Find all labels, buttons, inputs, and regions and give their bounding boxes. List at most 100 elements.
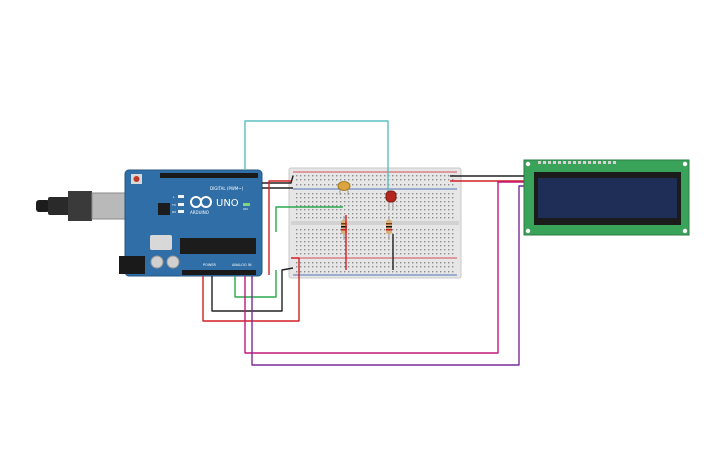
l-label: L <box>173 195 175 199</box>
breadboard-hole <box>308 266 310 268</box>
breadboard-hole <box>416 209 418 211</box>
breadboard-hole <box>412 197 414 199</box>
breadboard[interactable] <box>288 167 462 279</box>
breadboard-hole <box>372 233 374 235</box>
wire-teal[interactable] <box>244 120 389 191</box>
breadboard-hole <box>320 201 322 203</box>
breadboard-hole <box>416 175 418 177</box>
breadboard-hole <box>396 209 398 211</box>
breadboard-hole <box>344 213 346 215</box>
breadboard-hole <box>328 233 330 235</box>
photoresistor[interactable] <box>337 181 351 196</box>
breadboard-hole <box>412 253 414 255</box>
breadboard-hole <box>420 217 422 219</box>
breadboard-hole <box>332 271 334 273</box>
power-label: POWER <box>203 263 217 267</box>
breadboard-hole <box>320 262 322 264</box>
breadboard-hole <box>440 229 442 231</box>
wire-red-board-to-rail[interactable] <box>268 180 291 275</box>
breadboard-hole <box>416 271 418 273</box>
breadboard-hole <box>400 175 402 177</box>
breadboard-hole <box>420 241 422 243</box>
breadboard-hole <box>432 179 434 181</box>
breadboard-hole <box>420 193 422 195</box>
lcd-display[interactable] <box>523 159 690 236</box>
breadboard-hole <box>444 229 446 231</box>
breadboard-hole <box>392 217 394 219</box>
resistor-right[interactable] <box>386 216 392 240</box>
breadboard-hole <box>380 197 382 199</box>
breadboard-hole <box>432 245 434 247</box>
breadboard-hole <box>384 213 386 215</box>
breadboard-hole <box>372 266 374 268</box>
breadboard-hole <box>304 205 306 207</box>
breadboard-hole <box>356 197 358 199</box>
breadboard-hole <box>356 245 358 247</box>
breadboard-hole <box>332 209 334 211</box>
breadboard-hole <box>332 205 334 207</box>
breadboard-hole <box>420 271 422 273</box>
breadboard-hole <box>424 213 426 215</box>
breadboard-hole <box>380 201 382 203</box>
breadboard-hole <box>368 271 370 273</box>
breadboard-hole <box>412 213 414 215</box>
wire-magenta[interactable] <box>244 181 524 354</box>
breadboard-hole <box>304 184 306 186</box>
breadboard-hole <box>360 245 362 247</box>
breadboard-hole <box>320 271 322 273</box>
breadboard-hole <box>316 262 318 264</box>
lcd-mount-hole-br <box>682 228 688 234</box>
breadboard-hole <box>324 179 326 181</box>
breadboard-hole <box>320 241 322 243</box>
brand-label: ARDUINO <box>190 210 209 215</box>
breadboard-hole <box>392 184 394 186</box>
breadboard-hole <box>372 197 374 199</box>
led[interactable] <box>385 190 397 210</box>
breadboard-hole <box>384 241 386 243</box>
breadboard-hole <box>348 237 350 239</box>
arduino-board[interactable]: UNO ARDUINO DIGITAL (PWM~) POWER ANALOG … <box>119 169 263 277</box>
breadboard-hole <box>412 201 414 203</box>
wire-black-top-stub[interactable] <box>262 175 294 184</box>
wire-green-signal[interactable] <box>275 206 343 232</box>
breadboard-hole <box>376 213 378 215</box>
breadboard-hole <box>424 237 426 239</box>
led-tx-indicator <box>178 203 184 206</box>
breadboard-hole <box>376 175 378 177</box>
breadboard-hole <box>404 266 406 268</box>
breadboard-hole <box>316 266 318 268</box>
breadboard-hole <box>312 249 314 251</box>
usb-cable[interactable] <box>36 191 133 221</box>
breadboard-hole <box>408 193 410 195</box>
lcd-pin <box>588 161 591 164</box>
breadboard-hole <box>408 249 410 251</box>
breadboard-hole <box>304 209 306 211</box>
breadboard-hole <box>352 217 354 219</box>
breadboard-hole <box>356 184 358 186</box>
breadboard-hole <box>404 229 406 231</box>
breadboard-hole <box>436 266 438 268</box>
wire-black-gnd[interactable] <box>211 267 294 312</box>
wire-red-5v[interactable] <box>202 257 300 322</box>
breadboard-hole <box>344 241 346 243</box>
breadboard-hole <box>408 237 410 239</box>
usb-plug <box>68 191 92 221</box>
breadboard-hole <box>444 241 446 243</box>
breadboard-hole <box>400 233 402 235</box>
breadboard-hole <box>404 262 406 264</box>
breadboard-hole <box>440 175 442 177</box>
breadboard-hole <box>352 209 354 211</box>
breadboard-hole <box>452 201 454 203</box>
wire-green-analog[interactable] <box>234 270 277 298</box>
breadboard-hole <box>420 209 422 211</box>
breadboard-hole <box>404 175 406 177</box>
breadboard-hole <box>400 245 402 247</box>
breadboard-hole <box>324 175 326 177</box>
wire-purple[interactable] <box>251 185 524 366</box>
breadboard-hole <box>308 237 310 239</box>
breadboard-hole <box>368 197 370 199</box>
breadboard-hole <box>344 262 346 264</box>
breadboard-hole <box>404 213 406 215</box>
breadboard-hole <box>328 245 330 247</box>
breadboard-hole <box>340 237 342 239</box>
